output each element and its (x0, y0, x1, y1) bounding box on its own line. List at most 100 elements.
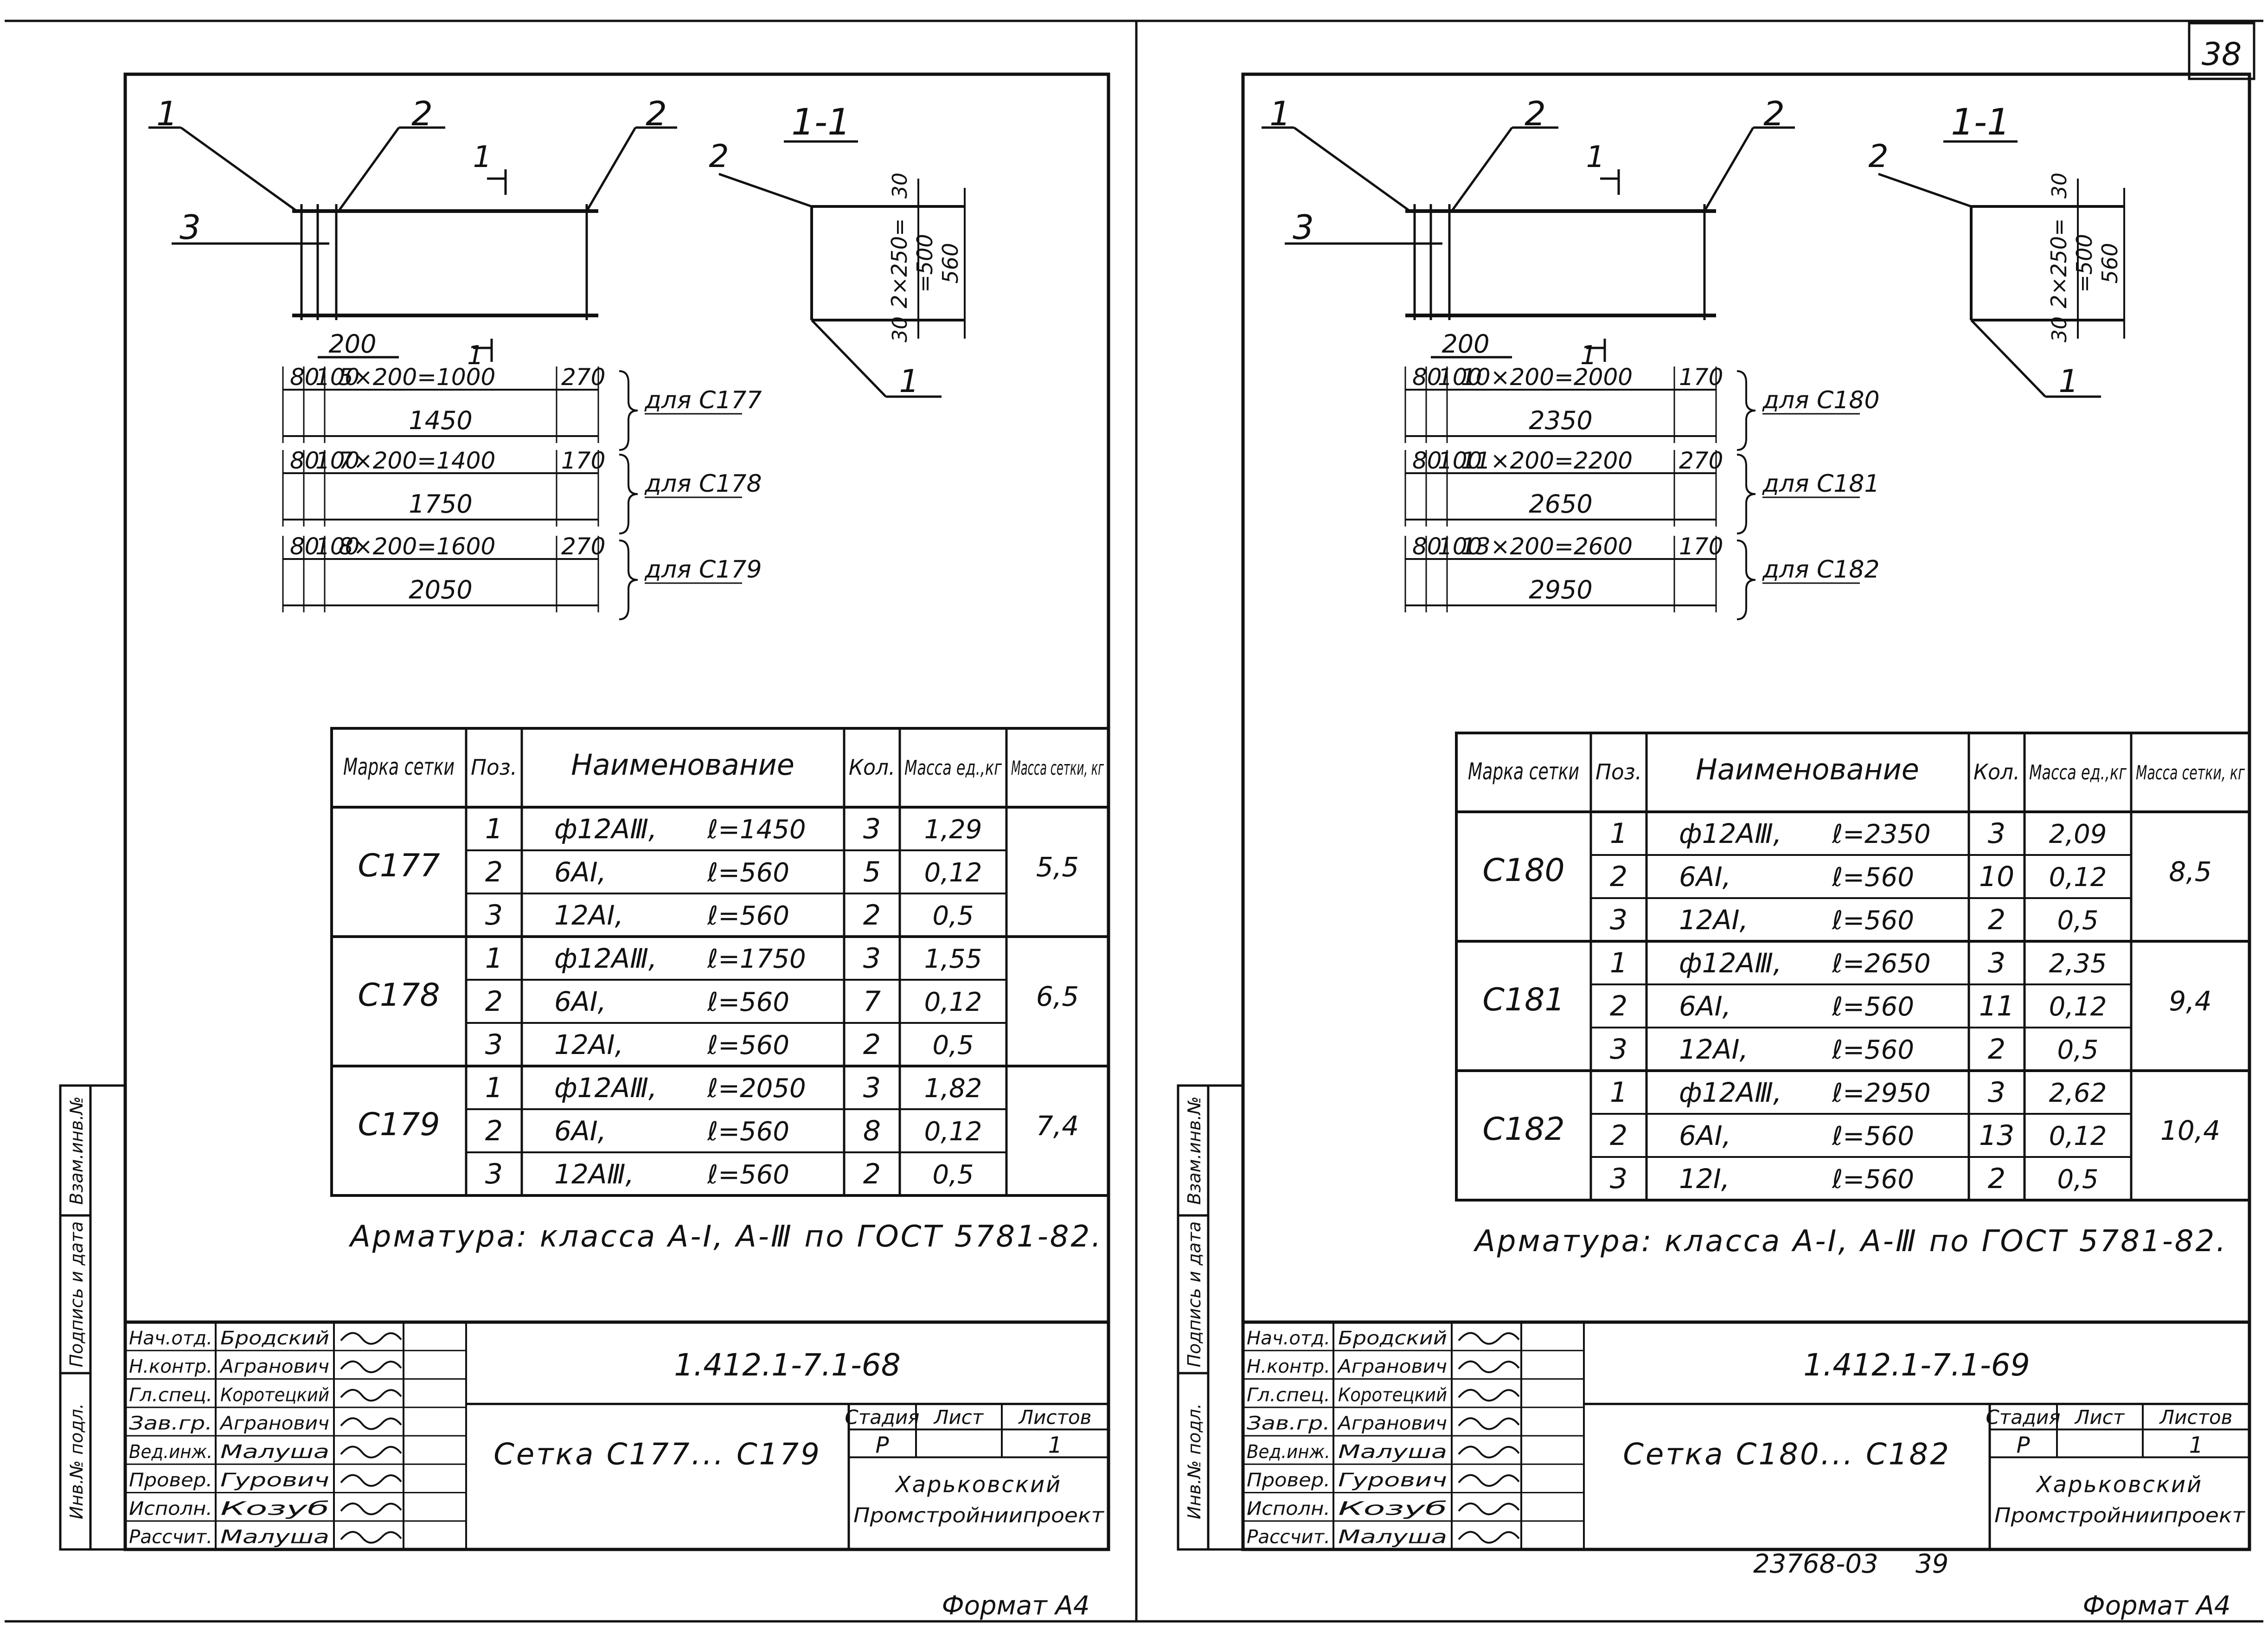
signature (1458, 1531, 1520, 1544)
row-qty: 2 (863, 899, 881, 932)
section-dim-total: 560 (938, 243, 963, 284)
mesh-mark: С180 (1482, 852, 1564, 889)
row-name: ф12АⅢ, (1679, 947, 1782, 979)
row-pos: 1 (485, 813, 503, 845)
row-unit-mass: 2,62 (2049, 1078, 2107, 1108)
dim-for-label: для С179 (644, 556, 762, 584)
row-qty: 10 (1979, 861, 2014, 893)
dim-for-label: для С182 (1762, 556, 1880, 584)
dim-a: 80 (1412, 364, 1442, 391)
section-dim-mid2: =500 (912, 234, 937, 292)
stamp-org1: Харьковский (2035, 1472, 2203, 1497)
row-length: ℓ=2650 (1832, 949, 1931, 979)
stamp-stage: Р (876, 1432, 889, 1458)
dim-a: 80 (1412, 533, 1442, 560)
drawing-code: 1.412.1-7.1-69 (1803, 1347, 2030, 1383)
row-unit-mass: 0,5 (932, 1160, 974, 1190)
row-length: ℓ=560 (1832, 862, 1914, 893)
stamp-name: Гурович (220, 1470, 329, 1491)
dim-span: 5×200=1000 (339, 364, 495, 391)
row-pos: 1 (485, 942, 503, 975)
signature (340, 1389, 402, 1402)
stamp-name: Агранович (219, 1356, 329, 1377)
row-pos: 3 (1610, 904, 1627, 936)
page-number: 38 (2202, 36, 2242, 73)
brace (619, 540, 638, 620)
row-name: 6АⅠ, (554, 856, 606, 888)
row-pos: 1 (1610, 1076, 1627, 1109)
brace (1736, 540, 1756, 620)
section-dim-mid2: =500 (2072, 234, 2097, 292)
dim-span: 11×200=2200 (1461, 447, 1633, 474)
dim-a: 80 (290, 533, 320, 560)
row-name: 12АⅠ, (1679, 904, 1748, 936)
stamp-role: Гл.спец. (129, 1384, 212, 1406)
row-length: ℓ=560 (707, 1160, 789, 1190)
section-dim-mid: 2×250= (887, 218, 912, 308)
stamp-role: Вед.инж. (1247, 1441, 1330, 1463)
stamp-name: Коротецкий (1338, 1384, 1447, 1406)
dim-total: 1750 (409, 489, 472, 519)
stamp-name: Агранович (219, 1413, 329, 1434)
row-length: ℓ=560 (707, 858, 789, 888)
mesh-mass: 9,4 (2169, 985, 2211, 1017)
row-name: 6АⅠ, (1679, 861, 1731, 893)
row-pos: 1 (485, 1072, 503, 1104)
dim-end: 170 (1679, 364, 1723, 391)
row-pos: 3 (1610, 1163, 1627, 1195)
mesh-mass: 6,5 (1036, 981, 1079, 1012)
row-qty: 2 (863, 1158, 881, 1190)
row-pos: 2 (485, 985, 503, 1018)
spacing-label: 200 (1442, 329, 1489, 359)
row-qty: 3 (1988, 947, 2005, 979)
row-pos: 2 (1610, 990, 1627, 1022)
stamp-role: Н.контр. (1247, 1356, 1330, 1377)
signature (1458, 1389, 1520, 1402)
stamp-role: Вед.инж. (129, 1441, 212, 1463)
leader-pos2b (585, 127, 637, 212)
row-pos: 3 (485, 1028, 503, 1061)
row-unit-mass: 0,5 (932, 1030, 974, 1060)
dim-for-label: для С181 (1762, 470, 1880, 498)
row-unit-mass: 2,09 (2049, 819, 2107, 849)
side-strip-label: Взам.инв.№ (1184, 1096, 1204, 1205)
stamp-sheets-header: Листов (2159, 1406, 2233, 1428)
title-block: Нач.отд.БродскийН.контр.АграновичГл.спец… (1243, 1320, 2249, 1549)
row-pos: 3 (485, 899, 503, 932)
section-callout-bottom: 1 (899, 363, 919, 400)
row-name: ф12АⅢ, (554, 1072, 657, 1104)
row-name: 12Ⅰ, (1679, 1163, 1730, 1195)
side-strip-label: Подпись и дата (1184, 1221, 1204, 1368)
row-qty: 3 (1988, 1076, 2005, 1109)
row-name: ф12АⅢ, (554, 813, 657, 845)
row-name: 12АⅠ, (554, 1029, 623, 1060)
cut-mark-label: 1 (467, 341, 484, 371)
row-name: ф12АⅢ, (1679, 818, 1782, 849)
row-unit-mass: 2,35 (2049, 949, 2107, 979)
stamp-sheet-header: Лист (2074, 1406, 2125, 1428)
row-length: ℓ=2050 (707, 1073, 806, 1104)
dim-a: 80 (290, 364, 320, 391)
row-qty: 13 (1979, 1119, 2014, 1152)
row-pos: 2 (485, 856, 503, 888)
row-name: 12АⅠ, (1679, 1034, 1748, 1065)
section-dim-mid: 2×250= (2046, 218, 2071, 308)
stamp-name: Козуб (220, 1498, 329, 1519)
row-pos: 3 (1610, 1033, 1627, 1066)
row-qty: 8 (863, 1115, 881, 1147)
row-qty: 2 (1988, 1163, 2005, 1195)
row-unit-mass: 0,5 (2057, 1035, 2098, 1065)
spacing-label: 200 (328, 329, 376, 359)
leader-pos1 (1293, 126, 1411, 212)
inventory-number: 23768-03 (1753, 1549, 1878, 1579)
callout-pos3: 3 (179, 208, 201, 247)
dim-span: 7×200=1400 (339, 447, 495, 474)
dim-total: 2650 (1529, 489, 1592, 519)
signature (1458, 1474, 1520, 1487)
row-qty: 2 (1988, 904, 2005, 936)
signature (1458, 1503, 1520, 1516)
